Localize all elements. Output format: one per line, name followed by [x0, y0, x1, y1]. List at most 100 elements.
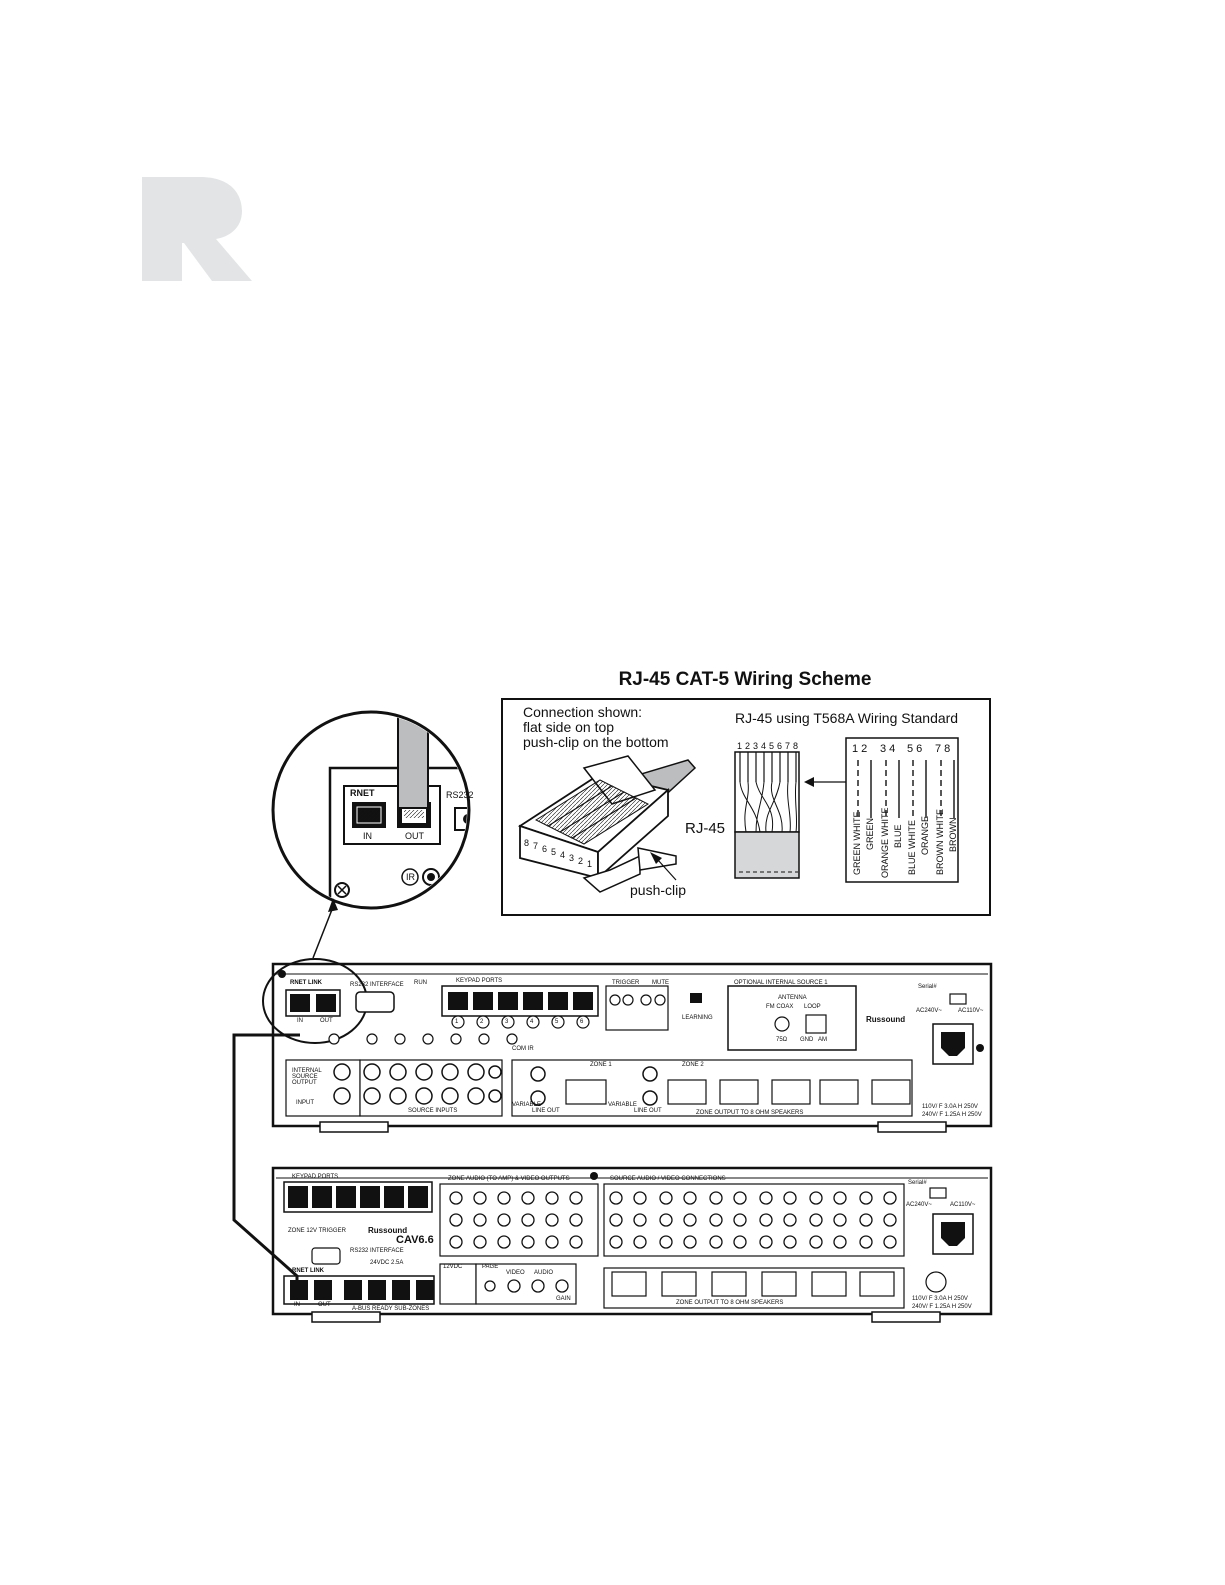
- top-learning: LEARNING: [682, 1015, 713, 1021]
- scheme-title: RJ-45 CAT-5 Wiring Scheme: [618, 669, 872, 690]
- top-antenna: ANTENNA: [778, 995, 807, 1001]
- top-keypad-num: 3: [505, 1019, 509, 1025]
- pair-number: 3 4: [880, 743, 896, 755]
- connector-pin: 7: [785, 741, 791, 751]
- connector-pin: 5: [769, 741, 775, 751]
- bottom-12vdc: 12VDC: [443, 1264, 463, 1270]
- top-rnet-link: RNET LINK: [290, 980, 322, 986]
- top-keypad-ports: KEYPAD PORTS: [456, 978, 503, 984]
- top-trigger: TRIGGER: [612, 980, 640, 986]
- bottom-gain: GAIN: [556, 1296, 571, 1302]
- rj45-label: RJ-45: [685, 820, 726, 837]
- bottom-audio: AUDIO: [534, 1270, 554, 1276]
- plug-pin: 7: [533, 841, 539, 851]
- top-brand: Russound: [866, 1015, 906, 1024]
- pair-number: 1 2: [852, 743, 868, 755]
- plug-pin: 2: [578, 856, 584, 866]
- top-serial: Serial#: [918, 984, 937, 990]
- bottom-serial: Serial#: [908, 1180, 927, 1186]
- connection-line-3: push-clip on the bottom: [523, 734, 669, 750]
- bottom-video: VIDEO: [506, 1270, 525, 1276]
- connection-line-2: flat side on top: [523, 719, 615, 735]
- bottom-zone-12v-trigger: ZONE 12V TRIGGER: [288, 1228, 346, 1234]
- top-variable-2: VARIABLE: [608, 1102, 637, 1108]
- bottom-brand: Russound: [368, 1226, 408, 1235]
- connector-pin: 4: [761, 741, 767, 751]
- top-keypad-num: 5: [555, 1019, 559, 1025]
- bottom-keypad-ports: KEYPAD PORTS: [292, 1174, 339, 1180]
- bottom-fuse-a: 110V/ F 3.0A H 250V: [912, 1296, 968, 1302]
- top-internal-source-output: INTERNAL SOURCE OUTPUT: [292, 1068, 322, 1086]
- scheme-box: [501, 698, 991, 916]
- zoom-rnet-label: RNET: [350, 788, 375, 798]
- connector-pin: 6: [777, 741, 783, 751]
- top-keypad-num: 2: [480, 1019, 484, 1025]
- top-optional-source: OPTIONAL INTERNAL SOURCE 1: [734, 980, 828, 986]
- top-out: OUT: [320, 1018, 333, 1024]
- top-variable: VARIABLE: [512, 1102, 541, 1108]
- top-source-inputs: SOURCE INPUTS: [408, 1108, 458, 1114]
- wire-color-label: GREEN WHITE: [852, 811, 862, 875]
- top-75ohm: 75Ω: [776, 1037, 788, 1043]
- plug-pin: 6: [542, 844, 548, 854]
- bottom-in: IN: [294, 1302, 300, 1308]
- wire-color-label: BROWN WHITE: [935, 809, 945, 875]
- bottom-zone-av-outputs: ZONE AUDIO (TO AMP) & VIDEO OUTPUTS: [448, 1176, 570, 1182]
- rj45-plug-drawing: [517, 755, 697, 893]
- bottom-ac240: AC240V~: [906, 1202, 932, 1208]
- pair-number: 7 8: [935, 743, 951, 755]
- top-mute: MUTE: [652, 980, 669, 986]
- bottom-out: OUT: [318, 1302, 331, 1308]
- pair-number: 5 6: [907, 743, 923, 755]
- rj45-connector-face: [734, 751, 800, 879]
- wire-color-label: GREEN: [865, 817, 875, 850]
- top-line-out-2: LINE OUT: [634, 1108, 662, 1114]
- top-rs232: RS232 INTERFACE: [350, 982, 404, 988]
- wire-color-label: BROWN: [948, 817, 958, 853]
- bottom-dc: 24VDC 2.5A: [370, 1260, 404, 1266]
- plug-pin: 1: [587, 859, 593, 869]
- connection-line-1: Connection shown:: [523, 704, 643, 720]
- wire-color-label: ORANGE WHITE: [880, 807, 890, 878]
- connector-pin: 2: [745, 741, 751, 751]
- top-zone2: ZONE 2: [682, 1062, 704, 1068]
- zoom-out-label: OUT: [405, 831, 424, 841]
- bottom-rnet-link: RNET LINK: [292, 1268, 324, 1274]
- bottom-page: PAGE: [482, 1264, 499, 1270]
- zoom-ir-label: IR: [406, 872, 415, 882]
- top-keypad-num: 4: [530, 1019, 534, 1025]
- bottom-cav-panel: [271, 1166, 993, 1323]
- bottom-ac110: AC110V~: [950, 1202, 976, 1208]
- connector-pin: 1: [737, 741, 743, 751]
- bottom-fuse-b: 240V/ F 1.25A H 250V: [912, 1304, 972, 1310]
- plug-pin: 8: [524, 838, 530, 848]
- top-am: AM: [818, 1037, 827, 1043]
- wiring-standard-label: RJ-45 using T568A Wiring Standard: [735, 710, 959, 726]
- top-gnd: GND: [800, 1037, 814, 1043]
- connector-pin: 8: [793, 741, 799, 751]
- top-keypad-num: 1: [455, 1019, 459, 1025]
- top-zone1: ZONE 1: [590, 1062, 612, 1068]
- bottom-rs232: RS232 INTERFACE: [350, 1248, 404, 1254]
- plug-pin: 4: [560, 850, 566, 860]
- top-fuse-a: 110V/ F 3.0A H 250V: [922, 1104, 978, 1110]
- wire-color-label: BLUE: [893, 824, 903, 848]
- bottom-zone-output: ZONE OUTPUT TO 8 OHM SPEAKERS: [676, 1300, 784, 1306]
- top-line-out: LINE OUT: [532, 1108, 560, 1114]
- top-com-ir: COM IR: [512, 1046, 534, 1052]
- top-in: IN: [297, 1018, 303, 1024]
- plug-pin: 5: [551, 847, 557, 857]
- push-clip-label: push-clip: [630, 882, 687, 898]
- top-keypad-num: 6: [580, 1019, 584, 1025]
- top-run: RUN: [414, 980, 427, 986]
- zoom-in-label: IN: [363, 831, 372, 841]
- top-ac110: AC110V~: [958, 1008, 984, 1014]
- bottom-model: CAV6.6: [396, 1234, 434, 1246]
- top-fm-coax: FM COAX: [766, 1004, 794, 1010]
- top-input: INPUT: [296, 1100, 314, 1106]
- bottom-abus: A-BUS READY SUB-ZONES: [352, 1306, 430, 1312]
- russound-r-logo: [142, 177, 252, 281]
- wire-color-label: BLUE WHITE: [907, 819, 917, 875]
- top-loop: LOOP: [804, 1004, 821, 1010]
